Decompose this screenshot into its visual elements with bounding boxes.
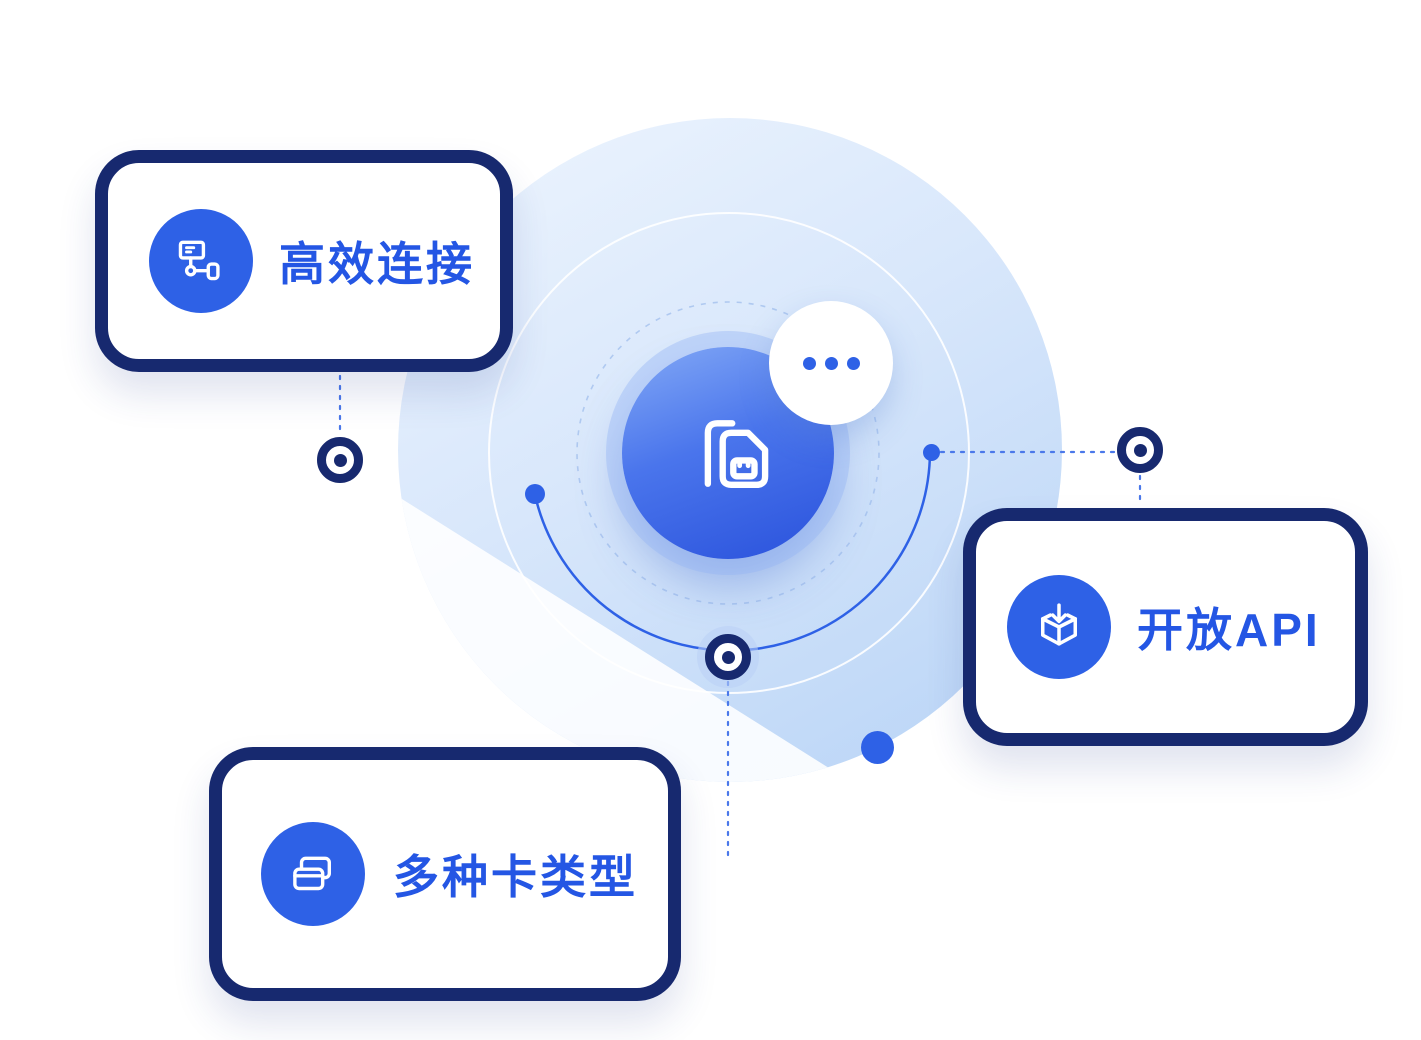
feature-card-multi-card-types: 多种卡类型 [209, 747, 681, 1001]
api-package-icon [1007, 575, 1111, 679]
connector-node-core [333, 453, 347, 467]
feature-card-label: 多种卡类型 [393, 851, 638, 903]
feature-card-label: 高效连接 [279, 238, 475, 290]
accent-dot-bottom [861, 731, 894, 764]
ellipsis-icon [802, 356, 816, 370]
ellipsis-bubble [769, 301, 893, 425]
ellipsis-icon [846, 356, 860, 370]
connector-node-right [1117, 427, 1163, 473]
accent-dot-right [923, 444, 940, 461]
multi-card-icon [261, 822, 365, 926]
connector-node-left [317, 437, 363, 483]
connector-node-bottom [705, 634, 751, 680]
accent-dot-left [525, 484, 545, 504]
connector-node-core [721, 650, 735, 664]
network-topology-icon [149, 209, 253, 313]
sim-card-icon [704, 420, 769, 488]
feature-card-label: 开放API [1137, 604, 1321, 656]
feature-card-open-api: 开放API [963, 508, 1368, 746]
connector-node-core [1133, 443, 1147, 457]
ellipsis-icon [824, 356, 838, 370]
feature-card-efficient-connection: 高效连接 [95, 150, 513, 372]
